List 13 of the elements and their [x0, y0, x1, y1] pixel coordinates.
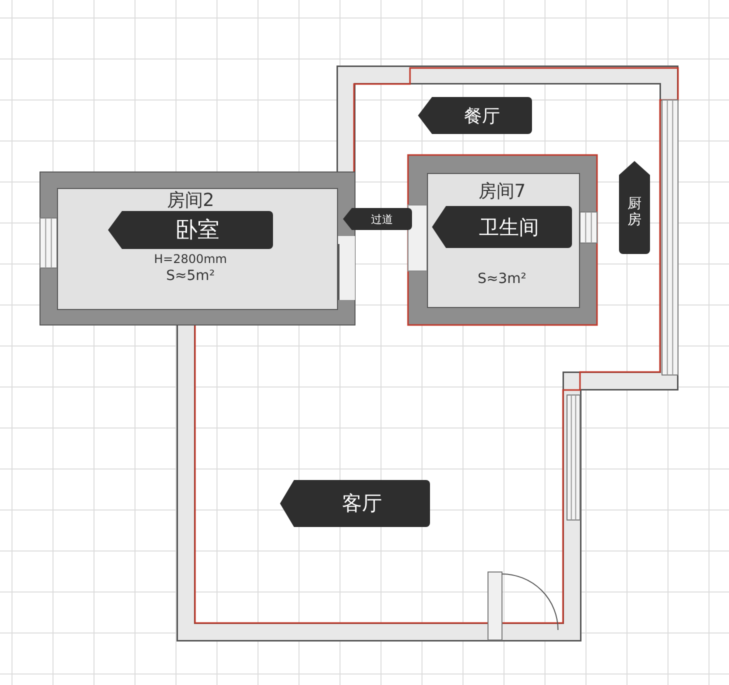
- room-info: S≈3m²: [476, 272, 528, 288]
- room-tag: 卧室: [108, 211, 273, 249]
- room-info: S≈5m²: [165, 269, 216, 284]
- room-tag: 客厅: [280, 480, 430, 527]
- room-area: [427, 173, 580, 308]
- room-tag: 厨房: [619, 161, 650, 254]
- room-info: H=2800mm: [153, 253, 228, 266]
- room-area: [57, 188, 338, 310]
- room-name: 房间2: [166, 191, 216, 211]
- room-name: 房间7: [477, 182, 527, 202]
- room-tag: 过道: [343, 208, 412, 230]
- room-tag: 餐厅: [418, 97, 532, 134]
- room-tag: 卫生间: [432, 206, 572, 248]
